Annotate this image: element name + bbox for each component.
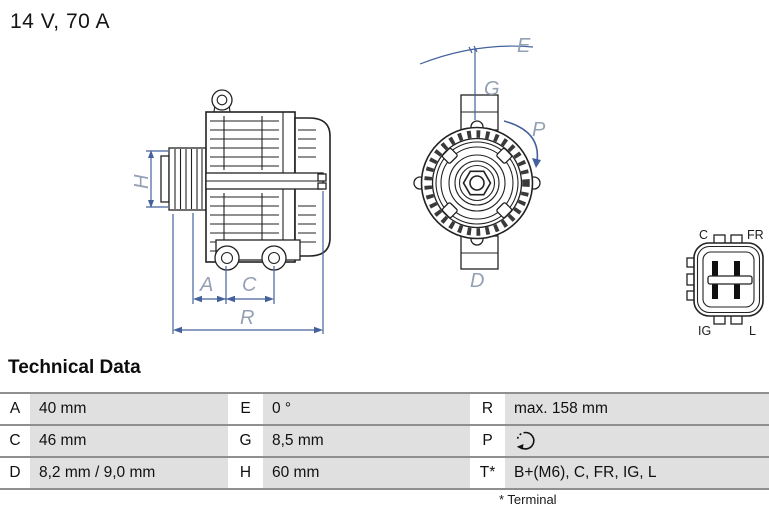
param-value: 40 mm xyxy=(30,394,228,424)
param-key: E xyxy=(228,394,263,424)
param-value: 8,5 mm xyxy=(263,426,470,456)
param-value: 46 mm xyxy=(30,426,228,456)
dim-label-r: R xyxy=(240,307,254,329)
technical-data-table: A 40 mm E 0 ° R max. 158 mm C 46 mm G 8,… xyxy=(0,392,769,490)
param-key: R xyxy=(470,394,505,424)
param-key: P xyxy=(470,426,505,456)
param-value: max. 158 mm xyxy=(505,394,769,424)
dim-label-a: A xyxy=(199,274,213,296)
param-value: 60 mm xyxy=(263,458,470,488)
param-key: T* xyxy=(470,458,505,488)
param-key: H xyxy=(228,458,263,488)
rotation-direction-icon xyxy=(516,431,535,450)
param-key: A xyxy=(0,394,30,424)
dim-label-h: H xyxy=(131,174,153,189)
param-value: B+(M6), C, FR, IG, L xyxy=(505,458,769,488)
side-view-drawing: H A C R xyxy=(131,89,331,334)
technical-data-title: Technical Data xyxy=(8,357,141,378)
terminal-label-c: C xyxy=(699,228,708,242)
fan-teeth-ring xyxy=(424,130,530,236)
param-key: G xyxy=(228,426,263,456)
terminal-label-l: L xyxy=(749,324,756,338)
table-row: A 40 mm E 0 ° R max. 158 mm xyxy=(0,394,769,426)
param-key: C xyxy=(0,426,30,456)
front-view-drawing: E G P D xyxy=(413,35,546,292)
technical-drawing: H A C R xyxy=(131,35,764,338)
param-value xyxy=(505,426,769,456)
table-row: C 46 mm G 8,5 mm P xyxy=(0,426,769,458)
param-value: 0 ° xyxy=(263,394,470,424)
rating-text: 14 V, 70 A xyxy=(10,10,110,33)
param-key: D xyxy=(0,458,30,488)
dim-label-g: G xyxy=(484,78,500,100)
terminal-footnote: * Terminal xyxy=(499,492,557,507)
terminal-label-ig: IG xyxy=(698,324,711,338)
connector-drawing: C FR IG L xyxy=(686,228,764,338)
terminal-label-fr: FR xyxy=(747,228,764,242)
dim-label-c: C xyxy=(242,274,257,296)
param-value: 8,2 mm / 9,0 mm xyxy=(30,458,228,488)
dim-label-p: P xyxy=(532,119,546,141)
dim-label-e: E xyxy=(517,35,531,57)
dim-label-d: D xyxy=(470,270,484,292)
table-row: D 8,2 mm / 9,0 mm H 60 mm T* B+(M6), C, … xyxy=(0,458,769,490)
